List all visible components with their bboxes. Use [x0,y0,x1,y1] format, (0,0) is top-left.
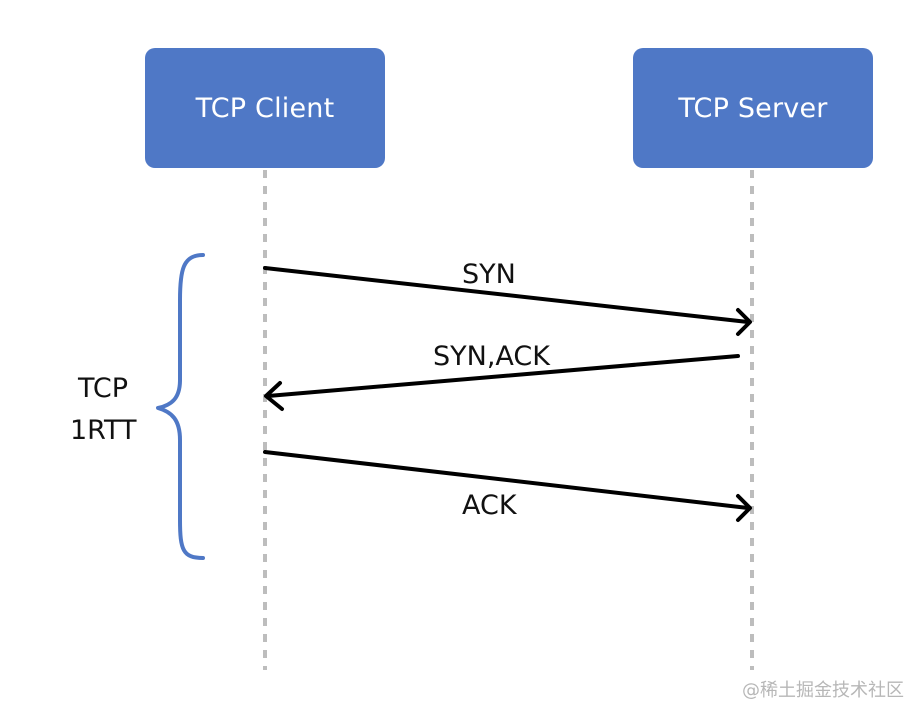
ack-arrow [263,450,752,522]
client-label: TCP Client [195,92,335,124]
watermark: @稀土掘金技术社区 [742,680,904,701]
rtt-brace [156,253,205,560]
syn-label: SYN [462,259,516,290]
client-box: TCP Client [145,48,385,168]
ack-label: ACK [462,490,517,521]
brace-label-line2: 1RTT [70,415,137,446]
syn-ack-arrow [264,354,740,411]
server-box: TCP Server [633,48,873,168]
syn-arrow [263,266,752,336]
server-label: TCP Server [678,92,828,124]
syn-ack-label: SYN,ACK [433,341,550,372]
brace-label-line1: TCP [78,373,129,404]
